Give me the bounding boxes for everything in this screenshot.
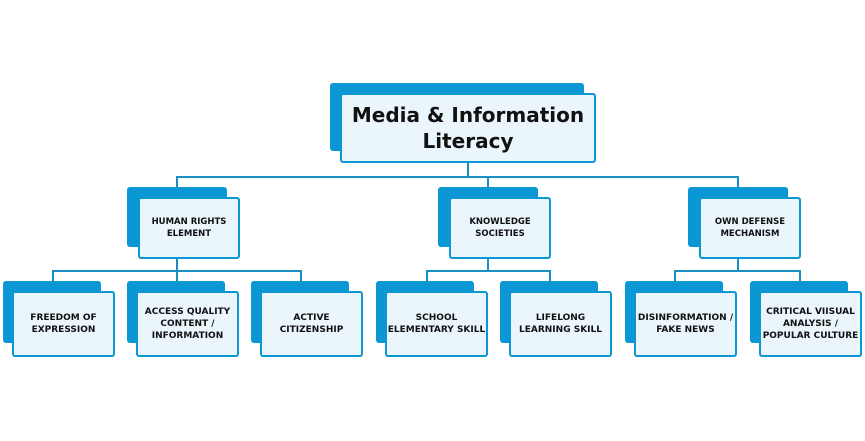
leaf-lifelong-learning-skill: LIFELONG LEARNING SKILL	[500, 281, 612, 357]
category-knowledge-societies-line1: KNOWLEDGE	[469, 217, 531, 227]
root-title-line1: Media & Information	[351, 103, 585, 127]
connector-cat3-up	[737, 176, 739, 191]
leaf-freedom-of-expression: FREEDOM OF EXPRESSION	[3, 281, 115, 357]
leaf-lifelong-learning-skill-line2: LEARNING SKILL	[519, 325, 602, 335]
category-own-defense: OWN DEFENSE MECHANISM	[688, 187, 802, 261]
root-node-box: Media & Information Literacy	[340, 93, 596, 163]
leaf-school-elementary-skill-line1: SCHOOL	[415, 313, 458, 323]
connector-root-down	[467, 163, 469, 177]
leaf-school-elementary-skill-box: SCHOOL ELEMENTARY SKILL	[385, 291, 488, 357]
leaf-active-citizenship-line1: ACTIVE	[293, 313, 330, 323]
leaf-lifelong-learning-skill-line1: LIFELONG	[535, 313, 586, 323]
leaf-access-quality-content-box: ACCESS QUALITY CONTENT / INFORMATION	[136, 291, 239, 357]
leaf-freedom-of-expression-line2: EXPRESSION	[31, 325, 96, 335]
leaf-disinformation-fake-news-box: DISINFORMATION / FAKE NEWS	[634, 291, 737, 357]
connector-leaf5-up	[549, 270, 551, 283]
leaf-access-quality-content: ACCESS QUALITY CONTENT / INFORMATION	[127, 281, 239, 357]
category-human-rights-box: HUMAN RIGHTS ELEMENT	[138, 197, 240, 259]
connector-cat2-horizontal	[426, 270, 551, 272]
connector-leaf2-up	[176, 270, 178, 283]
connector-cat3-horizontal	[674, 270, 801, 272]
connector-cat1-down	[176, 259, 178, 271]
root-title-line2: Literacy	[422, 129, 514, 153]
connector-leaf3-up	[300, 270, 302, 283]
category-own-defense-line2: MECHANISM	[720, 229, 780, 239]
leaf-active-citizenship-box: ACTIVE CITIZENSHIP	[260, 291, 363, 357]
leaf-disinformation-fake-news-line1: DISINFORMATION /	[637, 313, 734, 323]
leaf-freedom-of-expression-box: FREEDOM OF EXPRESSION	[12, 291, 115, 357]
category-own-defense-line1: OWN DEFENSE	[714, 217, 786, 227]
leaf-access-quality-content-line1: ACCESS QUALITY	[144, 307, 231, 317]
root-node: Media & Information Literacy	[330, 83, 598, 165]
category-knowledge-societies-box: KNOWLEDGE SOCIETIES	[449, 197, 551, 259]
leaf-critical-visual-analysis-line3: POPULAR CULTURE	[762, 331, 859, 341]
leaf-school-elementary-skill: SCHOOL ELEMENTARY SKILL	[376, 281, 488, 357]
leaf-access-quality-content-line3: INFORMATION	[151, 331, 224, 341]
connector-cat2-down	[487, 259, 489, 271]
leaf-critical-visual-analysis-line1: CRITICAL VIISUAL	[766, 307, 855, 317]
category-own-defense-box: OWN DEFENSE MECHANISM	[699, 197, 801, 259]
leaf-disinformation-fake-news-line2: FAKE NEWS	[656, 325, 715, 335]
connector-level1-horizontal	[176, 176, 738, 178]
leaf-active-citizenship-line2: CITIZENSHIP	[279, 325, 344, 335]
connector-cat3-down	[737, 259, 739, 271]
category-human-rights-line1: HUMAN RIGHTS	[151, 217, 227, 227]
category-human-rights-line2: ELEMENT	[166, 229, 212, 239]
connector-cat1-up	[176, 176, 178, 191]
connector-leaf1-up	[52, 270, 54, 283]
category-human-rights: HUMAN RIGHTS ELEMENT	[127, 187, 241, 261]
leaf-disinformation-fake-news: DISINFORMATION / FAKE NEWS	[625, 281, 737, 357]
leaf-critical-visual-analysis-line2: ANALYSIS /	[782, 319, 839, 329]
leaf-access-quality-content-line2: CONTENT /	[160, 319, 215, 329]
leaf-freedom-of-expression-line1: FREEDOM OF	[30, 313, 97, 323]
category-knowledge-societies-line2: SOCIETIES	[475, 229, 525, 239]
connector-leaf6-up	[674, 270, 676, 283]
leaf-critical-visual-analysis: CRITICAL VIISUAL ANALYSIS / POPULAR CULT…	[750, 281, 862, 357]
category-knowledge-societies: KNOWLEDGE SOCIETIES	[438, 187, 552, 261]
leaf-active-citizenship: ACTIVE CITIZENSHIP	[251, 281, 363, 357]
leaf-lifelong-learning-skill-box: LIFELONG LEARNING SKILL	[509, 291, 612, 357]
leaf-school-elementary-skill-line2: ELEMENTARY SKILL	[387, 325, 486, 335]
leaf-critical-visual-analysis-box: CRITICAL VIISUAL ANALYSIS / POPULAR CULT…	[759, 291, 862, 357]
connector-cat2-up	[487, 176, 489, 191]
connector-leaf4-up	[426, 270, 428, 283]
connector-leaf7-up	[799, 270, 801, 283]
